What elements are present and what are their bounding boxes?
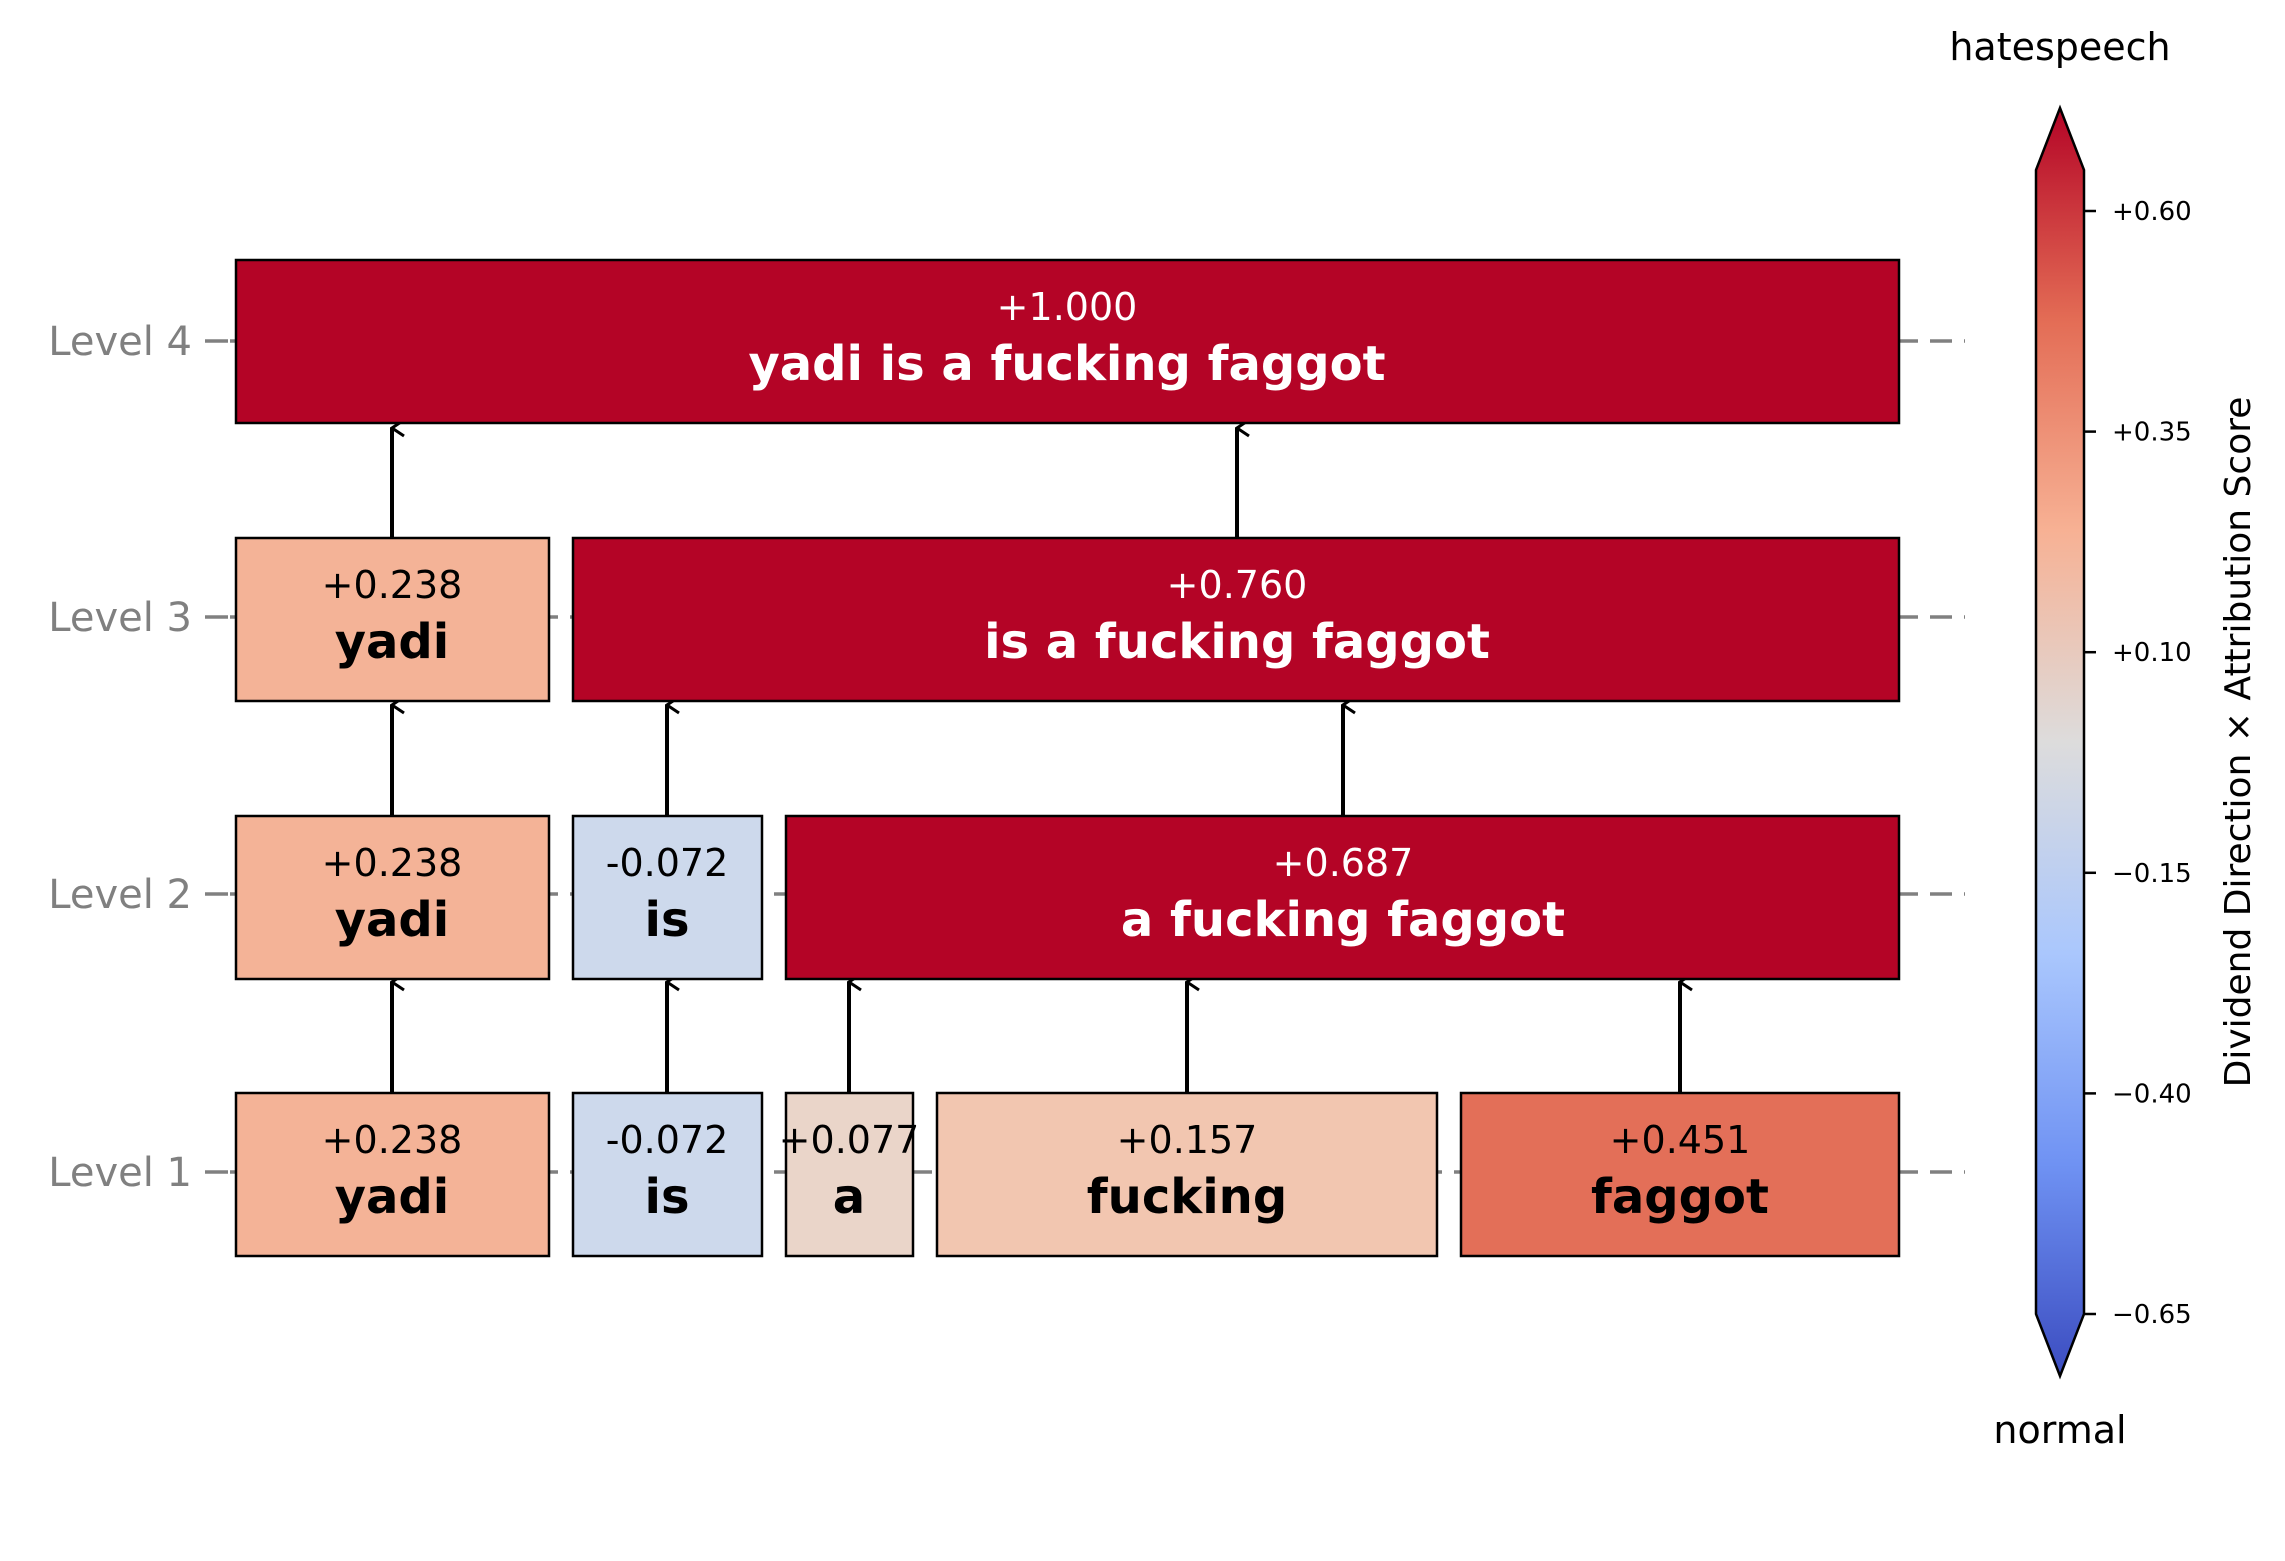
colorbar-body (2034, 104, 2086, 1380)
level-label: Level 1 (48, 1150, 192, 1196)
node-box (784, 814, 1901, 981)
node-box (935, 1091, 1439, 1258)
node-box (234, 258, 1901, 425)
node-score: +1.000 (997, 285, 1138, 329)
node-score: -0.072 (606, 841, 729, 885)
node-box (234, 1091, 551, 1258)
arrows (390, 428, 1680, 1092)
colorbar-tick-label: −0.15 (2112, 859, 2192, 889)
colorbar-tick-label: +0.35 (2112, 418, 2192, 448)
colorbar-bottom-label: normal (1993, 1408, 2126, 1452)
node-box (234, 814, 551, 981)
node-score: +0.238 (322, 1118, 463, 1162)
node-box (784, 1091, 915, 1258)
node-token: a fucking faggot (1121, 892, 1565, 948)
colorbar-tick-label: −0.65 (2112, 1300, 2192, 1330)
node-box (234, 536, 551, 703)
node-score: -0.072 (606, 1118, 729, 1162)
node-score: +0.077 (779, 1118, 920, 1162)
node-token: is (644, 892, 689, 948)
node-token: yadi is a fucking faggot (748, 336, 1385, 392)
node-l2-a-fucking-faggot: +0.687 a fucking faggot (784, 814, 1901, 981)
node-box (571, 814, 764, 981)
colorbar-tick-label: +0.60 (2112, 197, 2192, 227)
colorbar-top-label: hatespeech (1949, 25, 2170, 69)
node-l1-yadi: +0.238 yadi (234, 1091, 551, 1258)
node-score: +0.451 (1610, 1118, 1751, 1162)
colorbar-ticks: +0.60 +0.35 +0.10 −0.15 −0.40 −0.65 (2084, 197, 2192, 1330)
node-l1-is: -0.072 is (571, 1091, 764, 1258)
node-score: +0.238 (322, 563, 463, 607)
node-box (571, 536, 1901, 703)
node-token: yadi (335, 892, 450, 948)
node-box (571, 1091, 764, 1258)
colorbar-tick-label: +0.10 (2112, 638, 2192, 668)
node-token: is (644, 1169, 689, 1225)
colorbar-tick-label: −0.40 (2112, 1079, 2192, 1109)
node-score: +0.157 (1117, 1118, 1258, 1162)
node-l1-faggot: +0.451 faggot (1459, 1091, 1901, 1258)
node-l1-a: +0.077 a (779, 1091, 920, 1258)
level-label: Level 2 (48, 872, 192, 918)
node-token: a (833, 1169, 865, 1225)
level-label: Level 4 (48, 319, 192, 365)
node-l2-yadi: +0.238 yadi (234, 814, 551, 981)
node-score: +0.687 (1273, 841, 1414, 885)
colorbar: hatespeech +0.60 +0.35 +0.10 −0.15 −0.40 −0.6… (1949, 25, 2259, 1452)
node-token: faggot (1591, 1169, 1769, 1225)
node-l3-yadi: +0.238 yadi (234, 536, 551, 703)
node-token: is a fucking faggot (984, 614, 1490, 670)
node-token: yadi (335, 614, 450, 670)
colorbar-axis-label: Dividend Direction × Attribution Score (2218, 397, 2259, 1088)
node-score: +0.760 (1167, 563, 1308, 607)
node-l4-full-sentence: +1.000 yadi is a fucking faggot (234, 258, 1901, 425)
node-score: +0.238 (322, 841, 463, 885)
level-label: Level 3 (48, 595, 192, 641)
node-l2-is: -0.072 is (571, 814, 764, 981)
node-token: fucking (1087, 1169, 1287, 1225)
node-l3-is-a-fucking-faggot: +0.760 is a fucking faggot (571, 536, 1901, 703)
node-token: yadi (335, 1169, 450, 1225)
node-l1-fucking: +0.157 fucking (935, 1091, 1439, 1258)
node-box (1459, 1091, 1901, 1258)
